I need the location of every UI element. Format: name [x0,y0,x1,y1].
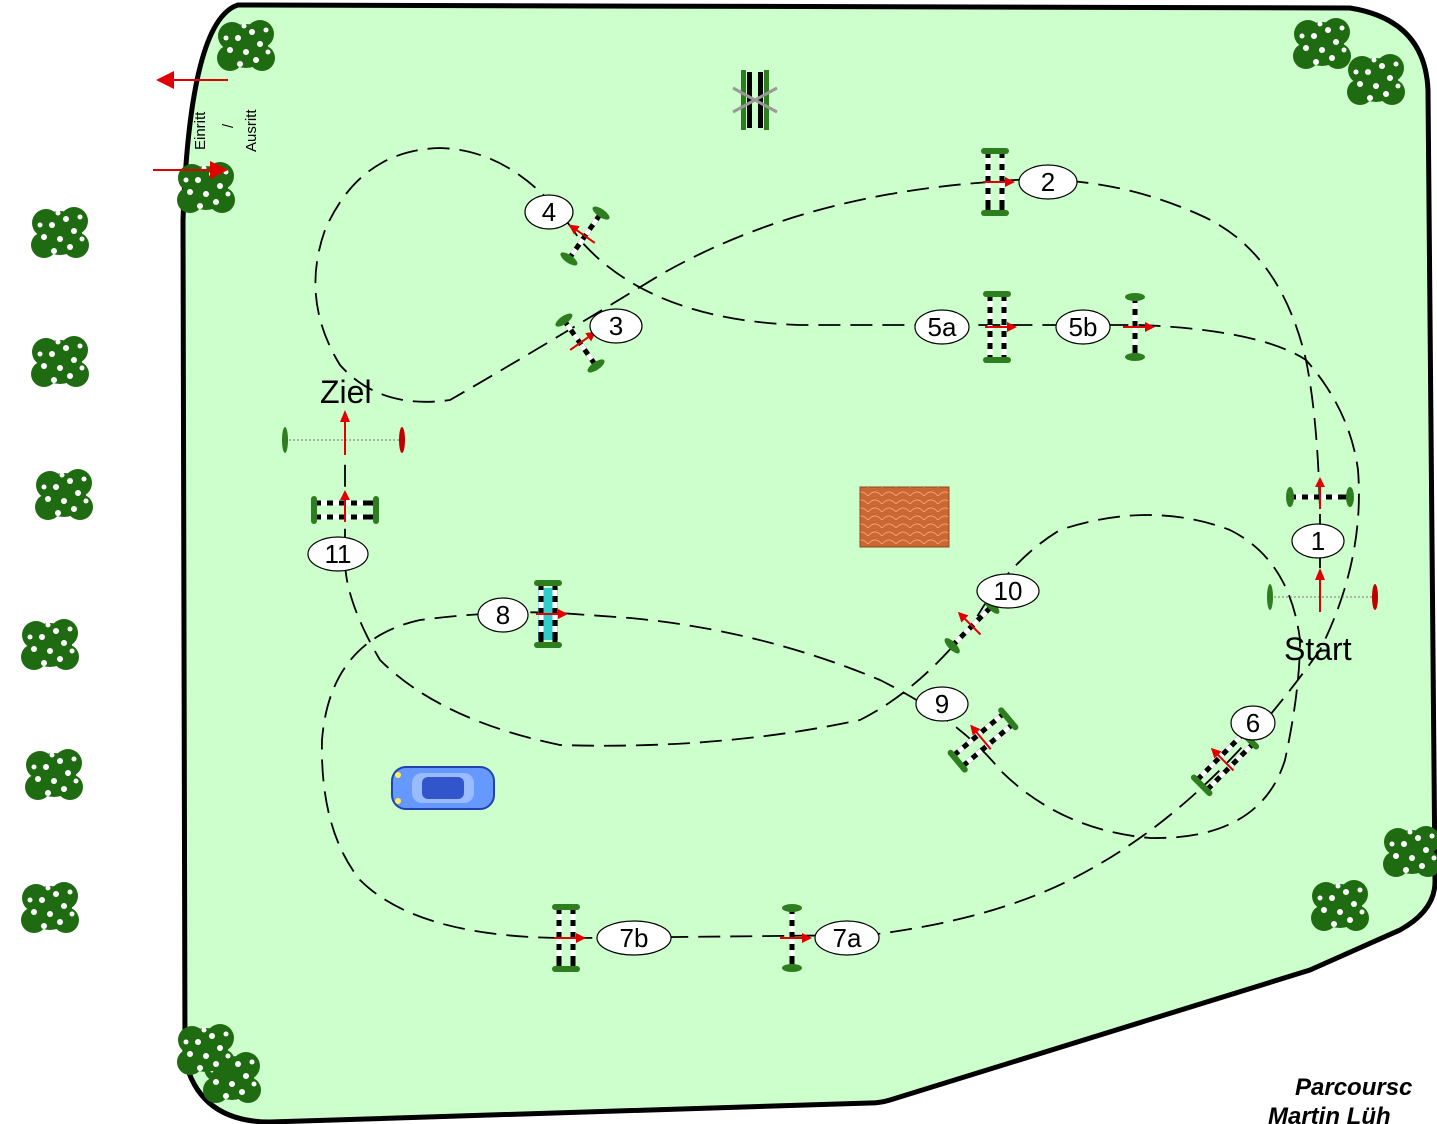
bush-icon [21,882,79,933]
obstacle-number-text: 10 [994,576,1023,606]
obstacle-number-text: 7a [833,923,862,953]
bush-icon [217,20,275,71]
obstacle-number-9: 9 [916,687,968,721]
hay-bale [860,487,949,547]
credit-line-2: Martin Lüh [1268,1103,1391,1124]
obstacle-number-5a: 5a [915,310,969,344]
obstacle-number-text: 1 [1311,526,1325,556]
finish-label: Ziel [320,374,372,410]
car-icon [392,767,494,809]
obstacle-number-8: 8 [478,598,528,632]
bush-icon [31,207,89,258]
bush-icon [35,469,93,520]
bush-icon [31,336,89,387]
arena [183,5,1435,1122]
start-label: Start [1284,631,1352,667]
bush-icon [1347,54,1405,105]
bush-column [21,207,93,933]
bush-icon [1293,18,1351,69]
obstacle-number-text: 5b [1069,312,1098,342]
obstacle-number-6: 6 [1231,706,1275,740]
entrance-label-einritt: Einritt [192,111,209,150]
obstacle-number-text: 8 [496,600,510,630]
obstacle-number-text: 5a [928,312,957,342]
obstacle-number-11: 11 [308,537,368,571]
credit-line-1: Parcoursc [1295,1074,1412,1101]
bush-icon [177,1024,235,1075]
obstacle-number-text: 4 [542,197,556,227]
obstacle-number-5b: 5b [1056,310,1110,344]
bush-icon [21,619,79,670]
obstacle-number-text: 2 [1041,167,1055,197]
obstacle-number-text: 11 [325,539,352,569]
obstacle-number-7a: 7a [815,921,879,955]
obstacle-number-3: 3 [590,309,642,343]
bush-icon [1311,880,1369,931]
bush-icon [25,749,83,800]
entrance-label-ausritt: Ausritt [243,109,260,152]
obstacle-number-text: 3 [609,311,623,341]
obstacle-number-4: 4 [525,195,573,229]
bush-icon [1383,826,1437,877]
obstacle-number-7b: 7b [597,921,671,955]
obstacle-number-text: 6 [1246,708,1260,738]
obstacle-number-10: 10 [977,574,1039,608]
obstacle-number-2: 2 [1019,165,1077,199]
obstacle-number-1: 1 [1292,524,1344,558]
obstacle-number-text: 9 [935,689,949,719]
obstacle-number-text: 7b [620,923,649,953]
